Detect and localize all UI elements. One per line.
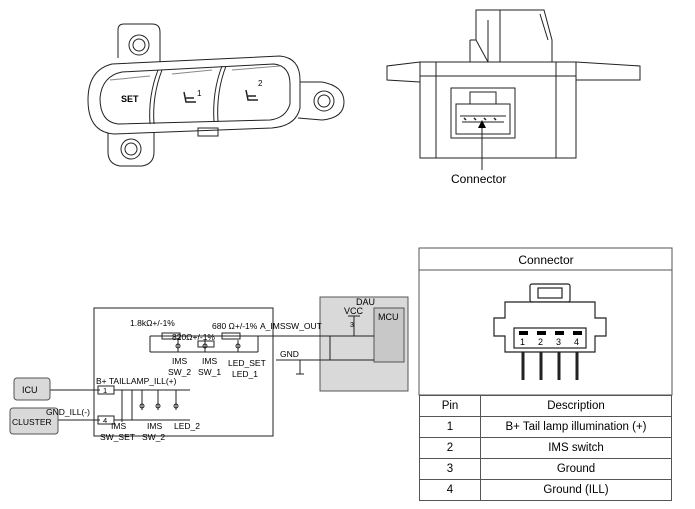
connector-pin-label-1: 1 — [520, 337, 525, 347]
gnd-ill-label: GND_ILL(-) — [46, 407, 90, 417]
led-set-line1: LED_SET — [228, 358, 266, 368]
ims-switch-illustration — [87, 23, 345, 167]
connector-pin-label-2: 2 — [538, 337, 543, 347]
description-cell: Ground — [480, 458, 672, 480]
memory-2-icon: 2 — [258, 79, 263, 88]
connector-panel-title: Connector — [518, 253, 573, 267]
table-row: 2 IMS switch — [419, 437, 672, 459]
dau-label: DAU — [356, 297, 375, 307]
description-column-header: Description — [480, 395, 672, 417]
mcu-label: MCU — [378, 312, 399, 322]
schematic — [50, 296, 409, 437]
table-row: 1 B+ Tail lamp illumination (+) — [419, 416, 672, 438]
cluster-label: CLUSTER — [12, 417, 52, 427]
table-row: 3 Ground — [419, 458, 672, 480]
vcc-label: VCC — [344, 306, 364, 316]
table-row: 4 Ground (ILL) — [419, 479, 672, 501]
ims-sw2b-line1: IMS — [147, 421, 162, 431]
memory-1-icon: 1 — [197, 89, 202, 98]
connector-face-drawing — [493, 283, 607, 380]
ims-sw1-line1: IMS — [202, 356, 217, 366]
pin-2-terminal-icon — [537, 331, 546, 335]
gnd-label: GND — [280, 349, 299, 359]
output-label: A_IMSSW_OUT — [260, 321, 322, 331]
ims-sw1-line2: SW_1 — [198, 367, 221, 377]
pin-cell: 3 — [419, 458, 481, 480]
pin-column-header: Pin — [419, 395, 481, 417]
callout-arrow-icon — [478, 120, 486, 128]
led-2-label: LED_2 — [174, 421, 200, 431]
ims-sw-set-line2: SW_SET — [100, 432, 135, 442]
led-set-line2: LED_1 — [232, 369, 258, 379]
ims-sw2-line2: SW_2 — [168, 367, 191, 377]
pin-3-label: 3 — [350, 322, 354, 329]
pin-cell: 2 — [419, 437, 481, 459]
icu-label: ICU — [22, 385, 38, 395]
connector-pin-4: 4 — [103, 416, 107, 425]
pin-description-table: Pin Description 1 B+ Tail lamp illuminat… — [419, 395, 672, 501]
pin-4-terminal-icon — [573, 331, 582, 335]
cluster-block — [9, 407, 59, 435]
pin-cell: 4 — [419, 479, 481, 501]
resistor-2-label: 820Ω+/-1% — [172, 332, 215, 342]
b-plus-taillamp-label: B+ TAILLAMP_ILL(+) — [96, 376, 177, 386]
pin-3-terminal-icon — [555, 331, 564, 335]
resistor-1-label: 1.8kΩ+/-1% — [130, 318, 175, 328]
connector-pin-label-4: 4 — [574, 337, 579, 347]
set-button-label: SET — [121, 94, 139, 104]
ims-sw-set-line1: IMS — [111, 421, 126, 431]
connector-callout: Connector — [451, 172, 506, 186]
ims-sw2-line1: IMS — [172, 356, 187, 366]
connector-pin-label-3: 3 — [556, 337, 561, 347]
ims-sw2b-line2: SW_2 — [142, 432, 165, 442]
resistor-3-label: 680 Ω+/-1% — [212, 321, 258, 331]
description-cell: Ground (ILL) — [480, 479, 672, 501]
switch-side-view — [386, 9, 641, 170]
description-cell: IMS switch — [480, 437, 672, 459]
table-header-row: Pin Description — [419, 395, 672, 417]
pin-cell: 1 — [419, 416, 481, 438]
connector-pin-1: 1 — [103, 386, 107, 395]
pin-1-terminal-icon — [519, 331, 528, 335]
description-cell: B+ Tail lamp illumination (+) — [480, 416, 672, 438]
icu-block — [13, 377, 51, 401]
